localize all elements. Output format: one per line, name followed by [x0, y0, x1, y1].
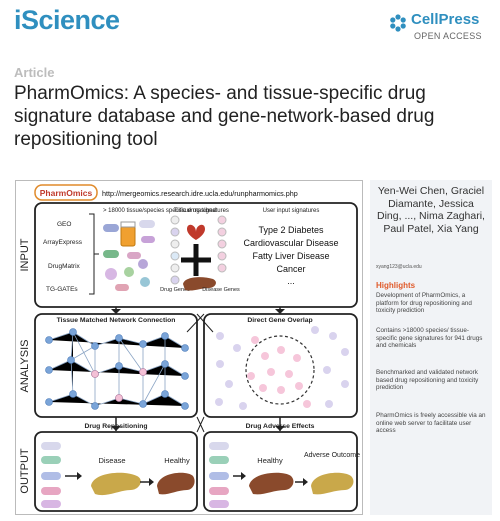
author-list: Yen-Wei Chen, Graciel Diamante, Jessica …	[377, 185, 485, 235]
sidebar: Yen-Wei Chen, Graciel Diamante, Jessica …	[370, 180, 492, 515]
overlap-dots	[215, 326, 349, 410]
output-left-pills	[41, 442, 61, 508]
output-label: OUTPUT	[19, 448, 31, 494]
cellpress-logo-icon	[390, 14, 406, 32]
damaged-liver-icon	[311, 472, 354, 495]
input-section	[34, 202, 358, 308]
graphical-abstract: PharmOmics http://mergeomics.research.id…	[15, 180, 363, 515]
adverse-title: Drug Adverse Effects	[246, 423, 315, 430]
analysis-label: ANALYSIS	[19, 340, 31, 393]
db-arrayexpress: ArrayExpress	[43, 239, 83, 246]
network-title: Tissue Matched Network Connection	[57, 317, 176, 324]
healthy-label-2: Healthy	[257, 456, 283, 465]
disease-cancer: Cancer	[276, 264, 305, 274]
highlights-title: Highlights	[376, 281, 416, 290]
highlight-item: Contains >18000 species/ tissue-specific…	[376, 327, 483, 350]
repositioning-title: Drug Repositioning	[84, 423, 147, 430]
journal-name: iScience	[14, 5, 120, 35]
article-type: Article	[14, 65, 55, 80]
disease-label: Disease	[98, 456, 125, 465]
disease-more: ...	[287, 276, 295, 286]
figure-url: http://mergeomics.research.idre.ucla.edu…	[102, 189, 298, 198]
highlight-item: Benchmarked and validated network based …	[376, 369, 479, 392]
liver-icon	[183, 277, 216, 291]
drug-genes-label: Drug Genes	[160, 287, 190, 293]
db-tg-gates: TG-GATEs	[46, 286, 78, 293]
disease-cardiovascular: Cardiovascular Disease	[243, 238, 338, 248]
highlight-item: Development of PharmOmics, a platform fo…	[376, 292, 472, 315]
healthy-liver-icon	[157, 472, 195, 495]
output-left-box	[34, 431, 198, 512]
highlight-item: PharmOmics is freely accessible via an o…	[376, 412, 486, 435]
healthy-label: Healthy	[164, 456, 190, 465]
db-geo: GEO	[57, 221, 71, 228]
signature-label: > 18000 tissue/species specific drug sig…	[103, 208, 229, 214]
pharmomics-logo	[34, 184, 98, 201]
db-drugmatrix: DrugMatrix	[48, 263, 81, 270]
output-right-pills	[209, 442, 229, 508]
overlap-circle	[245, 335, 315, 405]
input-label: INPUT	[19, 238, 31, 271]
plus-icon	[181, 244, 211, 276]
pharmomics-logo-text: PharmOmics	[40, 188, 93, 198]
overlap-pink-dots	[247, 336, 311, 408]
heart-icon	[187, 224, 205, 240]
tissue-label: Tissue matched	[174, 208, 216, 214]
disease-fatty-liver: Fatty Liver Disease	[252, 251, 329, 261]
correspondence-email[interactable]: xyang123@ucla.edu	[376, 264, 422, 270]
disease-gene-column	[217, 215, 227, 273]
user-input-label: User input signatures	[263, 208, 320, 214]
network-highlight-nodes	[91, 368, 147, 402]
output-right-box	[203, 431, 358, 512]
disease-type2-diabetes: Type 2 Diabetes	[258, 225, 324, 235]
healthy-liver-icon-2	[249, 472, 294, 495]
drug-gene-column	[170, 215, 180, 285]
open-access-label: OPEN ACCESS	[414, 31, 482, 41]
disease-genes-label: Disease Genes	[202, 287, 240, 293]
pill-bottle-icon	[120, 225, 136, 247]
publisher-name: CellPress	[411, 11, 480, 28]
overlap-title: Direct Gene Overlap	[247, 317, 312, 324]
drug-icons	[103, 220, 155, 291]
article-title: PharmOmics: A species- and tissue-specif…	[14, 83, 435, 150]
adverse-outcome-label: Adverse Outcome	[304, 452, 360, 459]
diseased-liver-icon	[91, 472, 141, 496]
